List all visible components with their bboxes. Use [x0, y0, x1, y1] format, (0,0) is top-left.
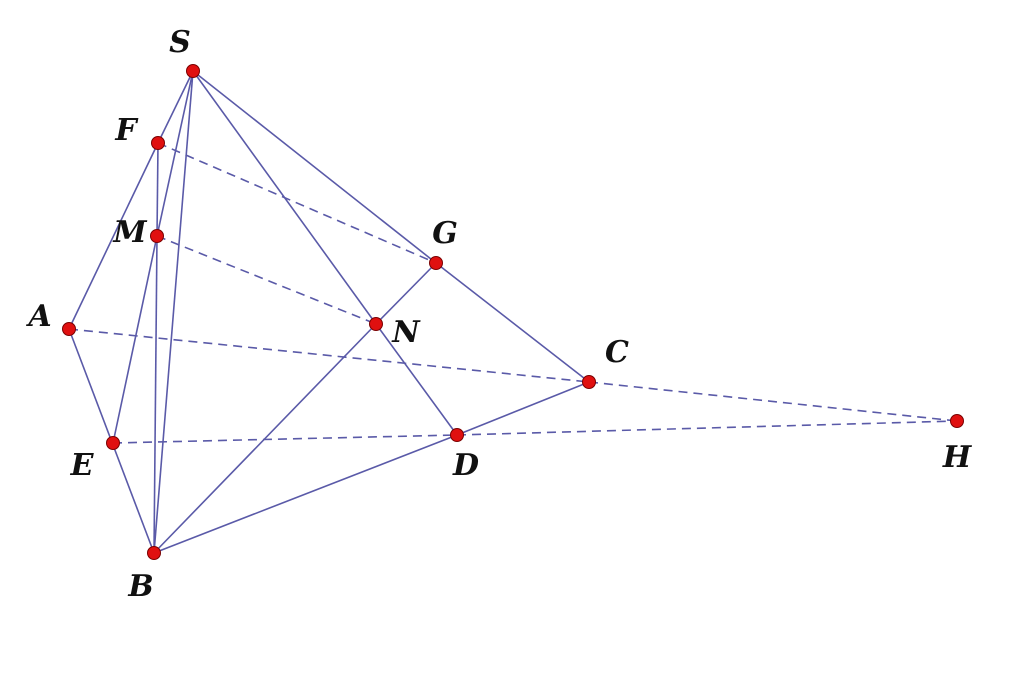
segment-SG — [192, 70, 437, 264]
label-C: C — [605, 335, 629, 370]
point-S — [186, 64, 200, 78]
label-B: B — [127, 569, 153, 604]
point-B — [147, 546, 161, 560]
segment-FA — [68, 142, 159, 330]
point-F — [151, 136, 165, 150]
point-D — [450, 428, 464, 442]
points-layer — [62, 64, 964, 560]
point-H — [950, 414, 964, 428]
label-D: D — [452, 448, 479, 483]
segments-layer — [68, 70, 958, 554]
point-A — [62, 322, 76, 336]
dashed-segment-AC — [68, 328, 590, 383]
point-C — [582, 375, 596, 389]
label-F: F — [114, 113, 139, 148]
label-S: S — [169, 25, 191, 60]
point-N — [369, 317, 383, 331]
segment-ME — [112, 235, 158, 444]
segment-ND — [375, 323, 458, 436]
dashed-segment-ED — [112, 434, 458, 444]
label-A: A — [25, 299, 51, 334]
segment-GC — [435, 262, 590, 383]
label-H: H — [942, 440, 973, 475]
dashed-segment-CH — [588, 381, 958, 422]
point-G — [429, 256, 443, 270]
segment-FM — [156, 142, 159, 237]
segment-MB — [153, 235, 158, 554]
label-E: E — [70, 448, 95, 483]
segment-SB — [153, 70, 194, 554]
segment-NG — [375, 262, 437, 325]
segment-BN — [153, 323, 377, 554]
dashed-segment-FG — [157, 142, 437, 264]
segment-SM — [156, 70, 194, 237]
segment-BD — [153, 434, 458, 554]
label-G: G — [432, 216, 458, 251]
dashed-segment-DH — [456, 420, 958, 436]
point-M — [150, 229, 164, 243]
label-N: N — [391, 315, 421, 350]
dashed-segment-MN — [156, 235, 377, 325]
labels-layer: S F M G A N C E D H B — [25, 25, 972, 604]
label-M: M — [112, 215, 147, 250]
segment-SF — [157, 70, 194, 144]
segment-DC — [456, 381, 590, 436]
point-E — [106, 436, 120, 450]
